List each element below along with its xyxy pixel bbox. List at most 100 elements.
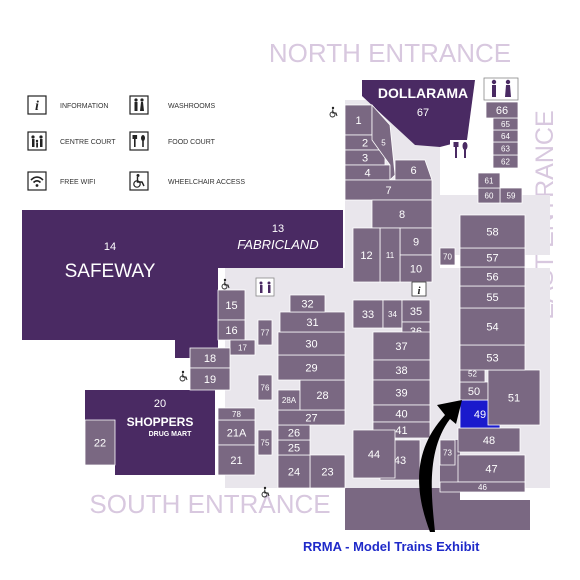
unit-number: 61 (485, 177, 494, 186)
store-unit-70[interactable]: 70 (439, 247, 456, 266)
store-unit-51[interactable]: 51 (487, 369, 541, 426)
unit-number: 33 (362, 309, 374, 321)
store-unit-56[interactable]: 56 (459, 266, 526, 287)
store-unit-19[interactable]: 19 (189, 367, 231, 391)
unit-number: 76 (261, 384, 270, 393)
store-unit-53[interactable]: 53 (459, 344, 526, 371)
store-unit-50[interactable]: 50 (459, 381, 489, 401)
store-unit-39[interactable]: 39 (372, 379, 431, 406)
store-unit-26[interactable]: 26 (277, 424, 311, 441)
store-unit-73[interactable]: 73 (439, 439, 456, 466)
legend-wifi: FREE WIFI (27, 171, 95, 191)
unit-number: 18 (204, 353, 216, 365)
store-unit-66[interactable]: 66 (485, 101, 519, 119)
unit-number: 35 (410, 306, 422, 318)
information-icon (27, 95, 47, 115)
store-unit-18[interactable]: 18 (189, 347, 231, 369)
unit-number: 8 (399, 209, 405, 221)
store-unit-63[interactable]: 63 (492, 141, 519, 156)
store-unit-55[interactable]: 55 (459, 285, 526, 309)
unit-number: 1 (355, 115, 361, 127)
store-unit-65[interactable]: 65 (492, 117, 519, 131)
unit-number: 57 (486, 252, 498, 264)
store-unit-61[interactable]: 61 (477, 172, 501, 189)
store-unit-38[interactable]: 38 (372, 359, 431, 381)
store-unit-16[interactable]: 16 (217, 319, 246, 341)
store-unit-22[interactable]: 22 (84, 419, 116, 466)
store-unit-59[interactable]: 59 (499, 187, 523, 204)
store-unit-75[interactable]: 75 (257, 429, 273, 456)
store-unit-34[interactable]: 34 (382, 299, 403, 329)
store-unit-9[interactable]: 9 (399, 227, 433, 256)
fabricland-unit: 13 (272, 223, 284, 235)
store-unit-28[interactable]: 28 (299, 379, 346, 411)
unit-number: 32 (301, 298, 313, 310)
store-unit-6[interactable]: 6 (394, 159, 433, 181)
store-unit-40[interactable]: 40 (372, 404, 431, 423)
store-unit-7[interactable]: 7 (344, 179, 433, 201)
store-unit-30[interactable]: 30 (277, 331, 346, 356)
svg-text:i: i (417, 285, 421, 297)
store-safeway[interactable]: 14 SAFEWAY (22, 210, 218, 358)
store-unit-21[interactable]: 21 (217, 444, 256, 476)
store-unit-60[interactable]: 60 (477, 187, 501, 204)
store-unit-37[interactable]: 37 (372, 331, 431, 361)
legend-information-label: INFORMATION (60, 103, 108, 110)
store-unit-3[interactable]: 3 (344, 149, 386, 166)
unit-number: 4 (364, 167, 370, 179)
store-unit-11[interactable]: 11 (379, 227, 401, 283)
store-unit-78[interactable]: 78 (217, 407, 256, 421)
store-unit-15[interactable]: 15 (217, 289, 246, 321)
shoppers-unit: 20 (154, 398, 166, 410)
store-unit-58[interactable]: 58 (459, 214, 526, 249)
store-unit-35[interactable]: 35 (401, 299, 431, 323)
store-unit-57[interactable]: 57 (459, 247, 526, 268)
unit-number: 58 (486, 226, 498, 238)
store-unit-44[interactable]: 44 (352, 429, 396, 479)
store-unit-24[interactable]: 24 (277, 454, 311, 489)
unit-number: 10 (410, 263, 422, 275)
unit-number: 29 (305, 362, 317, 374)
store-unit-12[interactable]: 12 (352, 227, 381, 283)
unit-number: 37 (395, 341, 407, 353)
store-unit-47[interactable]: 47 (457, 454, 526, 483)
store-unit-25[interactable]: 25 (277, 439, 311, 456)
unit-number: 65 (501, 120, 510, 129)
unit-number: 2 (362, 137, 368, 149)
shoppers-sub: DRUG MART (149, 431, 192, 438)
store-unit-21a[interactable]: 21A (217, 419, 256, 446)
unit-number: 51 (508, 392, 520, 404)
store-unit-4[interactable]: 4 (344, 164, 391, 181)
store-unit-64[interactable]: 64 (492, 129, 519, 143)
store-unit-8[interactable]: 8 (371, 199, 433, 229)
store-unit-77[interactable]: 77 (257, 319, 273, 346)
store-unit-46[interactable]: 46 (439, 481, 526, 493)
safeway-unit: 14 (104, 241, 116, 253)
store-unit-76[interactable]: 76 (257, 374, 273, 401)
legend-information: i INFORMATION (27, 95, 108, 115)
store-unit-27[interactable]: 27 (277, 409, 346, 426)
exhibit-caption: RRMA - Model Trains Exhibit (303, 539, 480, 554)
store-unit-33[interactable]: 33 (352, 299, 384, 329)
unit-number: 34 (388, 310, 397, 319)
store-unit-54[interactable]: 54 (459, 307, 526, 346)
store-unit-23[interactable]: 23 (309, 454, 346, 489)
unit-number: 7 (385, 185, 391, 197)
store-unit-29[interactable]: 29 (277, 354, 346, 381)
north-entrance-label: NORTH ENTRANCE (269, 38, 511, 68)
store-shoppers-drug-mart[interactable]: 20 SHOPPERS DRUG MART (85, 390, 215, 475)
store-fabricland[interactable]: 13 FABRICLAND (218, 210, 343, 268)
store-unit-28a[interactable]: 28A (277, 389, 301, 411)
store-unit-48[interactable]: 48 (457, 427, 521, 453)
unit-number: 6 (410, 165, 416, 177)
store-unit-1[interactable]: 1 (344, 104, 373, 136)
unit-number: 43 (394, 455, 406, 467)
unit-number: 64 (501, 132, 510, 141)
store-unit-31[interactable]: 31 (279, 311, 346, 333)
store-unit-17[interactable]: 17 (229, 339, 256, 356)
store-dollarama[interactable]: DOLLARAMA 67 (362, 80, 475, 147)
store-unit-32[interactable]: 32 (289, 294, 326, 313)
store-unit-10[interactable]: 10 (399, 254, 433, 283)
store-unit-62[interactable]: 62 (492, 154, 519, 169)
